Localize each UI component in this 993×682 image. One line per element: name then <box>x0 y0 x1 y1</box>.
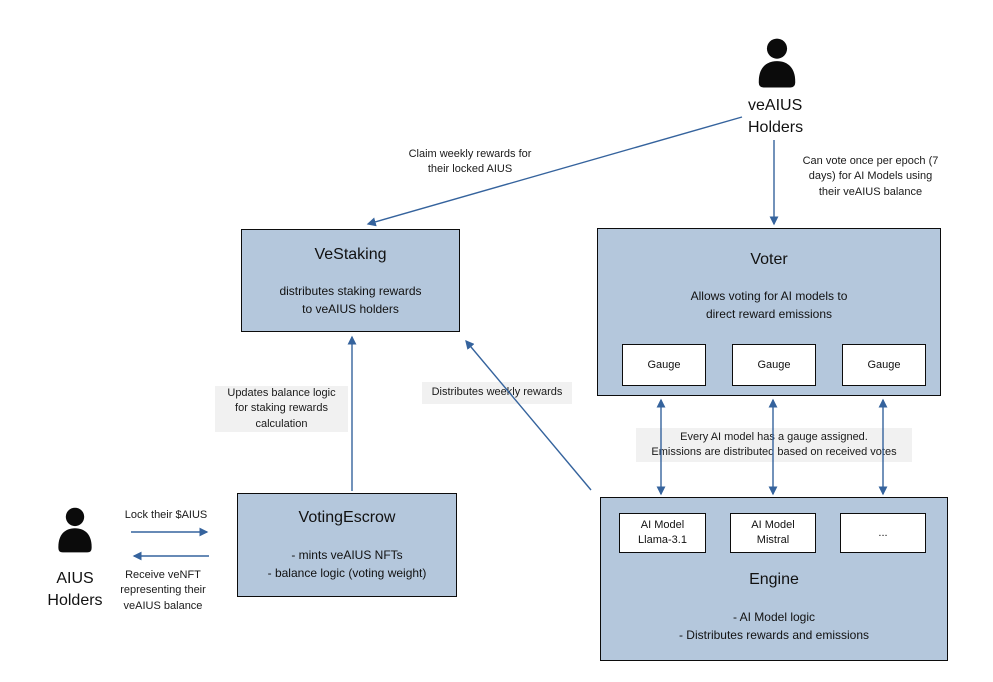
receive-venft-label: Receive veNFT representing their veAIUS … <box>120 569 206 612</box>
gauge-box: Gauge <box>732 344 816 386</box>
lock-aius-label: Lock their $AIUS <box>124 509 208 521</box>
claim-rewards-label: Claim weekly rewards for their locked AI… <box>408 148 532 176</box>
vestaking-box: VeStaking distributes staking rewards to… <box>241 229 460 332</box>
ai-model-box: ... <box>840 513 926 553</box>
ai-model-box: AI Model Llama-3.1 <box>619 513 706 553</box>
ai-model-box: AI Model Mistral <box>730 513 816 553</box>
veaius-holders-label: veAIUS Holders <box>748 97 804 136</box>
votingescrow-box: VotingEscrow - mints veAIUS NFTs - balan… <box>237 493 457 597</box>
voter-title: Voter <box>750 251 788 268</box>
votingescrow-title: VotingEscrow <box>298 509 396 526</box>
veaius-holder-person-icon <box>754 38 800 88</box>
engine-to-vestaking-arrow <box>465 339 592 491</box>
engine-box: AI Model Llama-3.1 AI Model Mistral ... … <box>600 497 948 661</box>
gauge-box: Gauge <box>622 344 706 386</box>
aius-holders-label: AIUS Holders <box>47 570 103 609</box>
engine-body: - AI Model logic - Distributes rewards a… <box>678 610 870 642</box>
voter-body: Allows voting for AI models to direct re… <box>690 289 848 321</box>
voter-box: Voter Allows voting for AI models to dir… <box>597 228 941 396</box>
votingescrow-body: - mints veAIUS NFTs - balance logic (vot… <box>267 548 427 580</box>
distributes-weekly-note: Distributes weekly rewards <box>422 382 572 404</box>
gauge-box: Gauge <box>842 344 926 386</box>
vestaking-title: VeStaking <box>314 246 387 263</box>
updates-balance-note: Updates balance logic for staking reward… <box>215 386 348 432</box>
vote-per-epoch-label: Can vote once per epoch (7 days) for AI … <box>802 155 939 198</box>
engine-title: Engine <box>749 571 799 588</box>
gauge-assignment-note: Every AI model has a gauge assigned. Emi… <box>636 428 912 462</box>
aius-holder-person-icon <box>54 506 96 554</box>
vestaking-body: distributes staking rewards to veAIUS ho… <box>279 284 422 316</box>
